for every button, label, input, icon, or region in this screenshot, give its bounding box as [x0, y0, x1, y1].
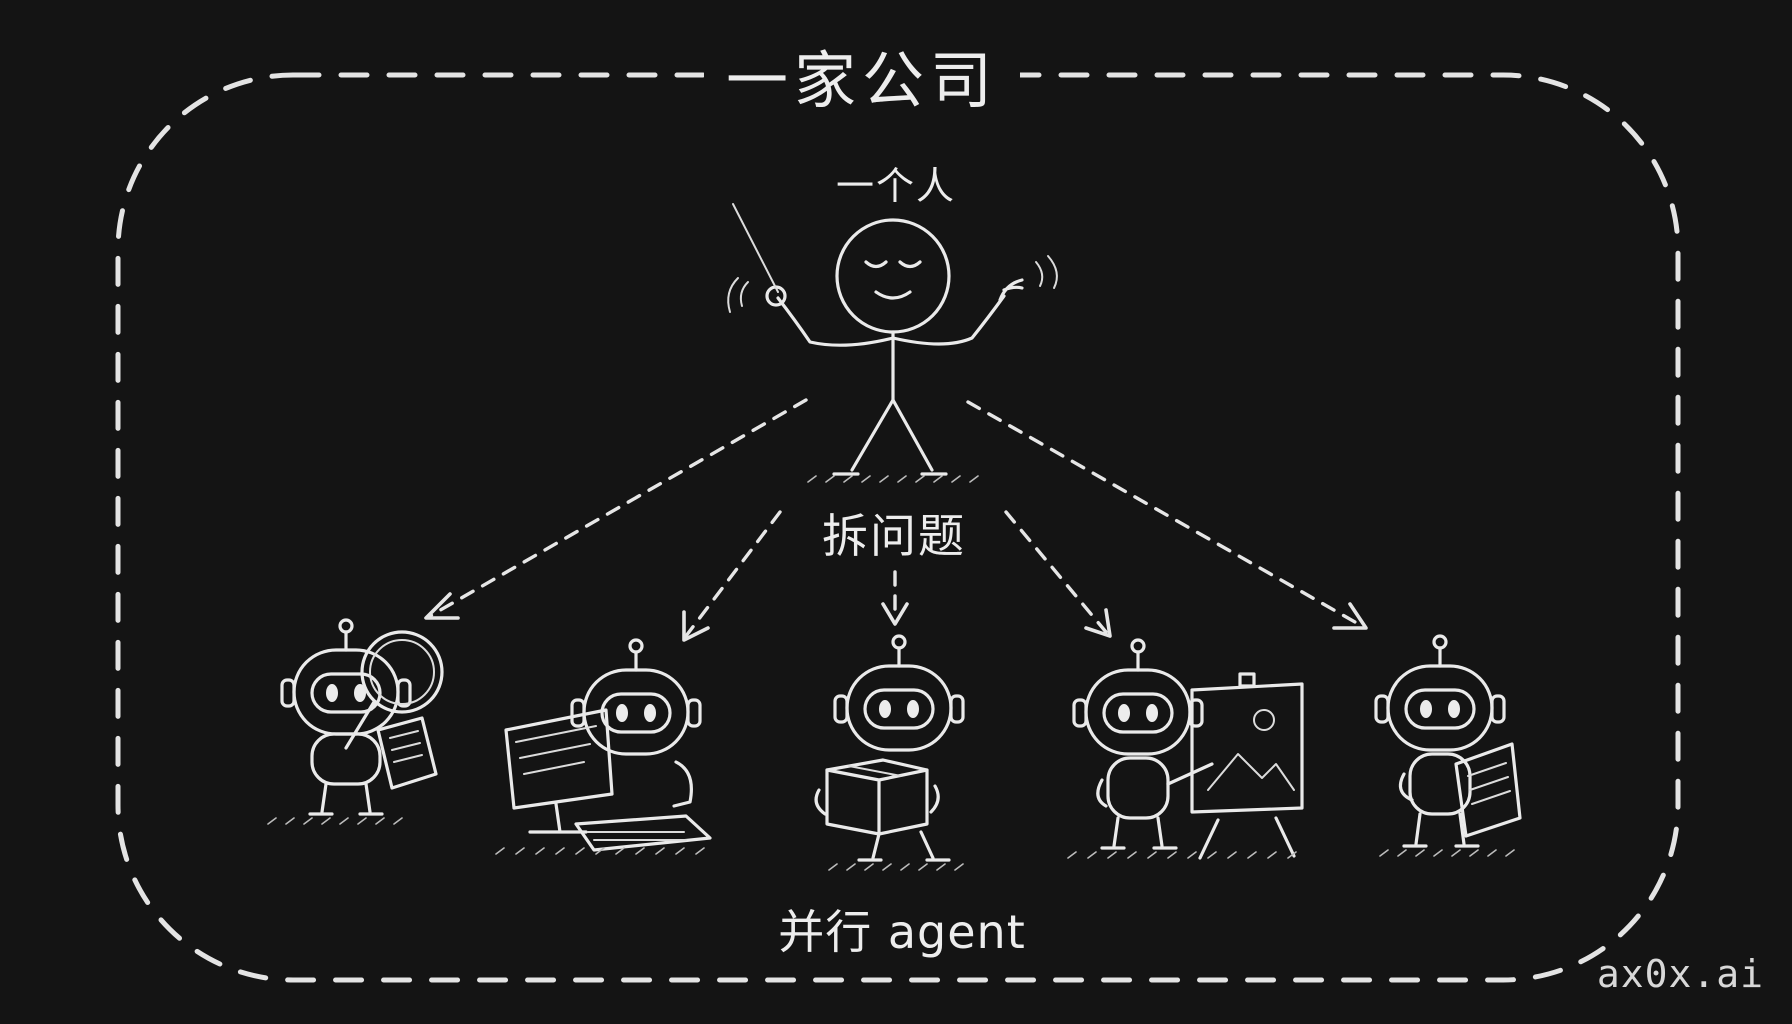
agent-robot-2 — [495, 638, 712, 855]
box-icon — [825, 758, 929, 836]
motion-lines-right — [1035, 255, 1058, 289]
computer-icon — [504, 708, 712, 852]
agent-robot-1 — [267, 618, 444, 825]
delegation-arrows — [424, 398, 1368, 642]
person-eyes — [864, 260, 922, 269]
person-smile — [874, 290, 912, 300]
person-right-hand — [998, 278, 1024, 302]
agent-robot-4 — [1067, 638, 1304, 860]
person-figure — [727, 203, 1058, 483]
person-left-arm — [776, 296, 895, 347]
motion-lines-left — [727, 277, 749, 313]
person-legs — [850, 398, 934, 472]
diagram-title: 一家公司 — [703, 30, 1021, 120]
easel-icon — [1190, 672, 1304, 860]
split-problem-label: 拆问题 — [822, 509, 966, 563]
agent-robot-3 — [814, 634, 965, 871]
paper-icon — [1454, 742, 1522, 838]
document-icon — [376, 716, 438, 790]
magnifier-icon — [344, 630, 444, 750]
brand-watermark: ax0x.ai — [1596, 952, 1764, 996]
parallel-agents-label: 并行 agent — [778, 905, 1026, 959]
person-label: 一个人 — [835, 164, 957, 208]
person-right-arm — [891, 294, 1006, 346]
conductor-baton-icon — [732, 203, 779, 293]
agent-robot-5 — [1374, 634, 1522, 857]
person-head — [835, 218, 951, 334]
